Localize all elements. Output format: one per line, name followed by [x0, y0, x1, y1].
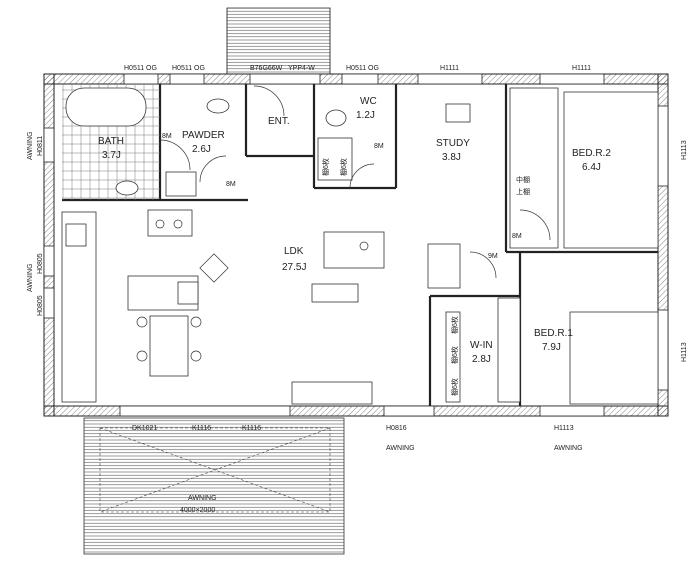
window-tag-bottom-2: K1116: [192, 425, 211, 432]
bed2-closet: [509, 87, 559, 249]
exterior-walls: [43, 73, 669, 417]
bath-sink-icon: [115, 180, 139, 196]
door-mark-wc: 8M: [374, 143, 384, 150]
win-shelf-label-1: 棚6枚: [450, 316, 459, 334]
window-tag-bottom-4: H0816: [386, 425, 407, 432]
island-sink-icon: [177, 281, 199, 305]
bedroom-furniture: [445, 87, 659, 405]
window-tag-top-3: B76G66W: [250, 65, 283, 72]
window-tag-top-6: H1111: [440, 65, 459, 72]
room-bath-name: BATH: [98, 136, 124, 147]
kitchen-sink-icon: [65, 223, 87, 247]
closet-mid-label: 中棚: [516, 175, 530, 184]
tv-board: [291, 381, 373, 405]
window-tag-bottom-5: H1113: [554, 425, 574, 432]
window-tag-bottom-1: DK1021: [132, 425, 157, 432]
room-wc-size: 1.2J: [356, 110, 375, 121]
wc-shelf: [317, 137, 353, 181]
window-tag-top-5: H0511 OG: [346, 65, 379, 72]
room-ent-name: ENT.: [268, 116, 290, 127]
sofa: [311, 283, 359, 303]
living-furniture: [291, 231, 461, 405]
window-tag-left-2: H0805: [37, 253, 44, 274]
room-bed1-name: BED.R.1: [534, 328, 573, 339]
deck-size-label: 4000×2000: [180, 507, 215, 514]
room-wc-name: WC: [360, 96, 377, 107]
room-bed1-size: 7.9J: [542, 342, 561, 353]
room-bed2-size: 6.4J: [582, 162, 601, 173]
awning-left-top: AWNING: [27, 131, 34, 160]
awning-left-mid: AWNING: [27, 263, 34, 292]
window-tag-right-2: H1113: [681, 342, 688, 362]
window-tag-bottom-3: K1116: [242, 425, 261, 432]
awning-bottom-right: AWNING: [554, 445, 583, 452]
room-ldk-size: 27.5J: [282, 262, 306, 273]
window-tag-top-7: H1111: [572, 65, 591, 72]
bath-area: [62, 84, 230, 237]
doors: [159, 85, 551, 279]
win-shelf-unit: [445, 311, 461, 403]
living-table: [323, 231, 385, 269]
window-tag-right-1: H1113: [681, 140, 688, 160]
shelf-label-b: 棚6枚: [339, 158, 348, 176]
room-study-name: STUDY: [436, 138, 470, 149]
window-tag-top-1: H0511 OG: [124, 65, 157, 72]
bed-2: [563, 91, 659, 249]
room-study-size: 3.8J: [442, 152, 461, 163]
room-win-name: W-IN: [470, 340, 493, 351]
entrance-step: [226, 7, 331, 75]
door-mark-bed1: 9M: [488, 253, 498, 260]
window-tag-left-1: H0811: [37, 136, 44, 156]
window-tag-left-3: H0805: [37, 295, 44, 316]
door-mark-bath: 8M: [162, 133, 172, 140]
bathtub-icon: [65, 87, 147, 127]
fridge: [427, 243, 461, 289]
win-shelf-label-2: 棚6枚: [450, 346, 459, 364]
toilet-icon: [325, 109, 347, 127]
door-mark-powder: 8M: [226, 181, 236, 188]
bed-1: [569, 311, 659, 405]
awning-bottom-mid: AWNING: [386, 445, 415, 452]
shelf-label-a: 棚6枚: [321, 158, 330, 176]
window-tag-top-2: H0511 OG: [172, 65, 205, 72]
stove-icon: [147, 209, 193, 237]
deck-awning-label: AWNING: [188, 495, 217, 502]
wood-deck: [83, 417, 345, 555]
room-ldk-name: LDK: [284, 246, 304, 257]
window-tag-top-4: YPP4-W: [288, 65, 315, 72]
win-hanger-rail: [497, 297, 521, 403]
room-bath-size: 3.7J: [102, 150, 121, 161]
study-desk: [445, 103, 471, 123]
door-mark-bed2: 8M: [512, 233, 522, 240]
closet-top-label: 上棚: [516, 187, 530, 196]
wc-area: [317, 109, 353, 181]
room-powder-name: PAWDER: [182, 130, 225, 141]
dining-table: [149, 315, 189, 377]
washing-machine-icon: [165, 171, 197, 197]
room-win-size: 2.8J: [472, 354, 491, 365]
room-bed2-name: BED.R.2: [572, 148, 611, 159]
powder-sink-icon: [206, 98, 230, 114]
kitchen-area: [61, 211, 229, 403]
win-shelf-label-3: 棚6枚: [450, 378, 459, 396]
room-powder-size: 2.6J: [192, 144, 211, 155]
